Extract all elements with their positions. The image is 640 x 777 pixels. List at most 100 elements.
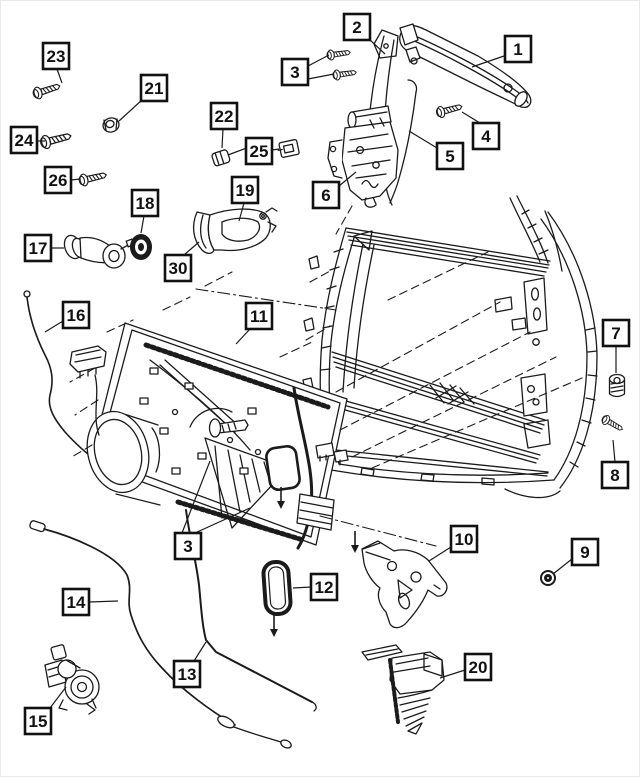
grommet: [540, 570, 556, 586]
callout-crank-washer: 18: [130, 188, 160, 234]
callout-latch-link-rod: 5: [408, 130, 465, 171]
leader-line: [368, 38, 386, 55]
callout-box: [244, 301, 274, 331]
callout-number: 6: [321, 186, 330, 205]
callout-number: 1: [513, 40, 522, 59]
callout-box: [309, 572, 339, 602]
callout-number: 2: [352, 18, 361, 37]
callout-box: [449, 524, 479, 554]
callout-seal-gasket: 12: [292, 572, 339, 602]
trim-screw: [31, 79, 63, 101]
callout-box: [43, 165, 73, 195]
leader-line: [612, 439, 616, 463]
direction-arrow: [351, 531, 359, 553]
callout-lock-rod: 16: [44, 300, 91, 333]
support-bracket: [361, 540, 448, 629]
callout-number: 30: [169, 259, 188, 278]
trim-bolt: [38, 128, 74, 151]
callout-trim-bolt: 24: [9, 125, 45, 155]
callout-box: [435, 141, 465, 171]
callout-module-mounting-points: 3: [173, 460, 251, 561]
callout-box: [139, 73, 169, 103]
callout-box: [503, 34, 533, 64]
callout-number: 23: [47, 47, 66, 66]
callout-box: [130, 188, 160, 218]
callout-number: 9: [580, 543, 589, 562]
callout-box: [172, 659, 202, 689]
callout-speaker-bracket: 20: [439, 652, 493, 682]
callout-number: 22: [215, 107, 234, 126]
callout-number: 16: [67, 306, 86, 325]
callout-number: 10: [455, 530, 474, 549]
callout-handle-mounting-screws: 3: [280, 54, 335, 87]
callout-box: [600, 460, 630, 490]
door-shell: [302, 195, 598, 499]
callout-door-module-carrier-panel: 11: [235, 301, 274, 345]
callout-number: 20: [469, 658, 488, 677]
callout-retainer-clip: 25: [244, 136, 280, 166]
handle-bezel: [192, 207, 278, 255]
callout-box: [244, 136, 274, 166]
callout-box: [311, 180, 341, 210]
leader-line: [338, 171, 357, 187]
leader-line: [238, 202, 245, 222]
alignment-dashed-lines: [69, 205, 583, 469]
callout-number: 24: [15, 131, 34, 150]
callout-number: 21: [145, 79, 164, 98]
callout-number: 11: [250, 307, 268, 326]
leader-line: [408, 130, 438, 149]
leader-line: [221, 128, 224, 149]
callout-number: 26: [49, 171, 68, 190]
long-dash-dot-lines: [195, 288, 437, 547]
leader-line: [292, 586, 312, 589]
callout-retainer-nut: 21: [118, 73, 169, 122]
callout-window-motor: 15: [23, 686, 67, 736]
crank-washer: [130, 234, 152, 260]
callout-support-bracket: 10: [428, 524, 479, 562]
window-motor: [44, 644, 100, 715]
leader-line: [193, 641, 207, 662]
leader-line: [428, 546, 452, 562]
leader-line: [70, 178, 81, 181]
callout-number: 13: [178, 665, 197, 684]
leader-line: [552, 558, 573, 575]
callout-number: 5: [445, 147, 454, 166]
callout-number: 14: [67, 593, 86, 612]
lock-cable: [29, 520, 292, 749]
door-module-carrier-panel: [69, 322, 349, 550]
callout-door-screw-socket-head: 7: [601, 318, 631, 373]
leader-line: [307, 54, 330, 67]
exterior-door-handle: [387, 23, 532, 108]
callout-box: [9, 125, 39, 155]
callout-latch-screw: 4: [461, 111, 501, 151]
leader-line: [439, 669, 466, 679]
callout-box: [41, 41, 71, 71]
leader-line: [140, 215, 145, 234]
leader-line: [56, 68, 63, 84]
callout-box: [23, 706, 53, 736]
callout-box: [163, 253, 193, 283]
callout-number: 8: [610, 466, 619, 485]
leader-line: [194, 507, 251, 534]
callout-lock-cable: 14: [61, 587, 119, 617]
callout-number: 17: [29, 239, 48, 258]
callout-number: 4: [481, 127, 491, 146]
callout-door-plug: 22: [209, 101, 239, 149]
callout-window-crank-handle: 17: [23, 233, 64, 263]
callout-door-latch-assembly: 6: [311, 171, 357, 210]
leader-line: [88, 600, 119, 603]
trim-screw-short: [77, 168, 109, 188]
retainer-nut: [102, 117, 120, 133]
callout-handle-mounting-bracket: 2: [342, 12, 386, 55]
callout-box: [471, 121, 501, 151]
callout-box: [23, 233, 53, 263]
leader-line: [461, 111, 481, 124]
callout-number: 7: [611, 324, 620, 343]
direction-arrow: [277, 487, 285, 509]
callout-door-screw-tapping: 8: [600, 439, 630, 490]
callout-number: 3: [290, 63, 299, 82]
direction-arrow: [270, 613, 278, 637]
callout-number: 12: [315, 578, 334, 597]
speaker-bracket: [361, 644, 445, 735]
